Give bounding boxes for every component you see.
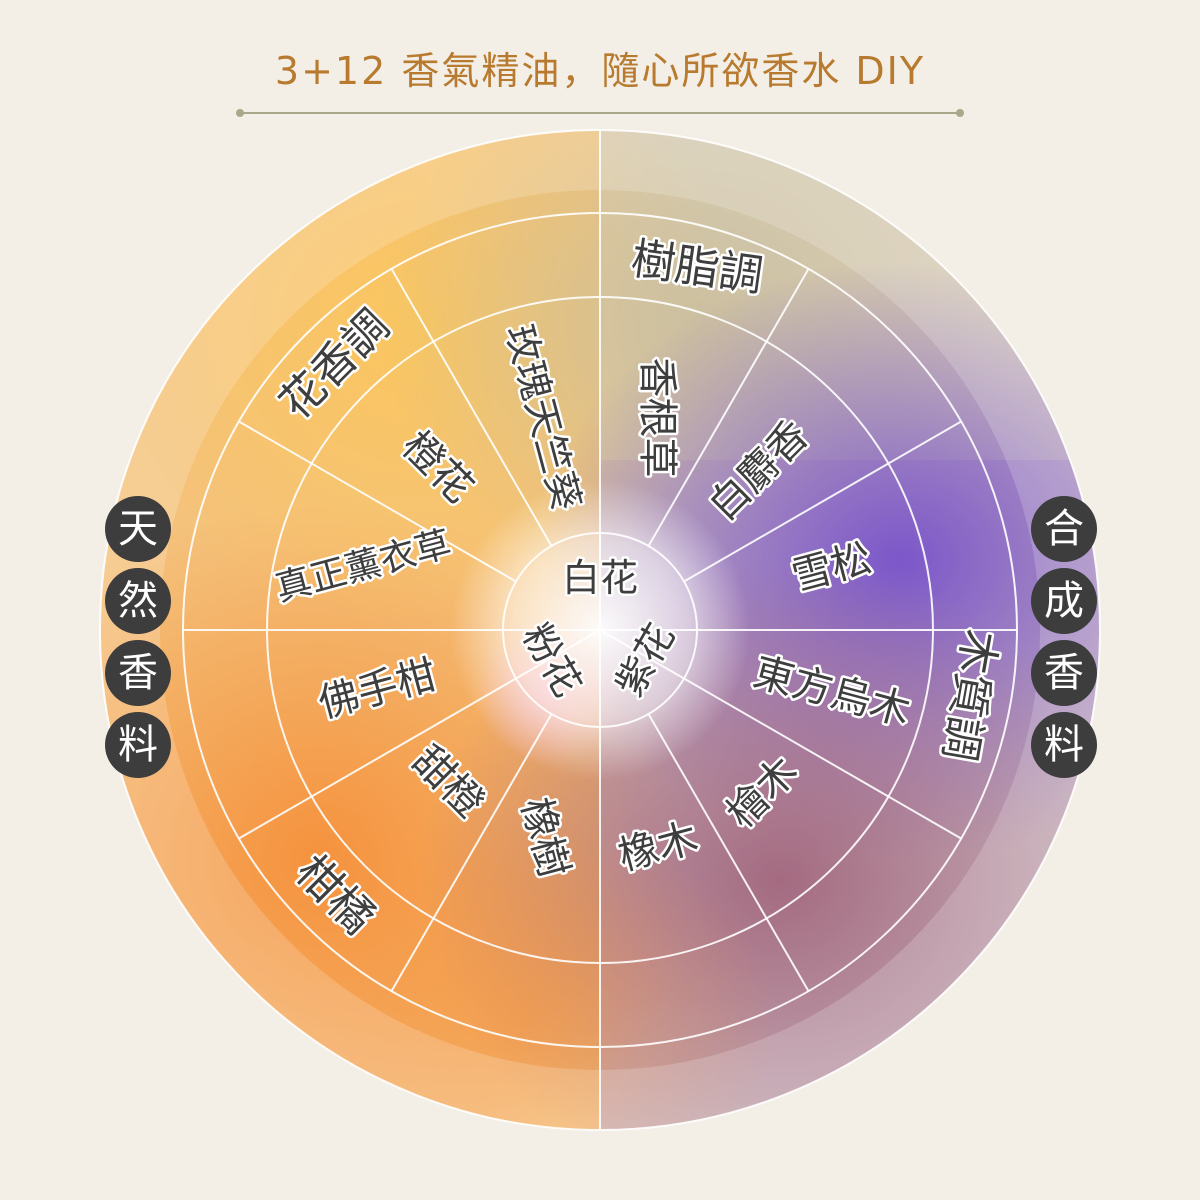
natural-ingredients-label: 天然香料 <box>104 496 172 778</box>
center-divider <box>599 629 685 680</box>
right-label-char: 香 <box>1031 640 1097 706</box>
family-label: 樹脂調 <box>628 233 766 302</box>
left-label-char: 然 <box>105 568 171 634</box>
note-label: 橡樹 <box>512 793 577 882</box>
center-note-label: 白花 <box>562 556 638 600</box>
right-label-char: 成 <box>1031 568 1097 634</box>
sector-divider <box>683 420 962 583</box>
sector-divider <box>390 713 553 992</box>
right-label-char: 合 <box>1031 496 1097 562</box>
title-divider <box>236 109 964 117</box>
left-label-char: 香 <box>105 640 171 706</box>
sector-divider <box>390 268 553 547</box>
sector-divider <box>647 713 810 992</box>
note-label: 香根草 <box>634 357 680 477</box>
right-label-char: 料 <box>1031 712 1097 778</box>
sector-divider <box>683 677 962 840</box>
left-label-char: 天 <box>105 496 171 562</box>
center-divider <box>515 629 601 680</box>
left-label-char: 料 <box>105 712 171 778</box>
sector-divider <box>238 677 517 840</box>
wheel-lines <box>99 129 1101 1131</box>
synthetic-ingredients-label: 合成香料 <box>1030 496 1098 778</box>
sector-divider <box>647 268 810 547</box>
sector-divider <box>238 420 517 583</box>
page-title: 3+12 香氣精油，隨心所欲香水 DIY <box>274 49 926 93</box>
